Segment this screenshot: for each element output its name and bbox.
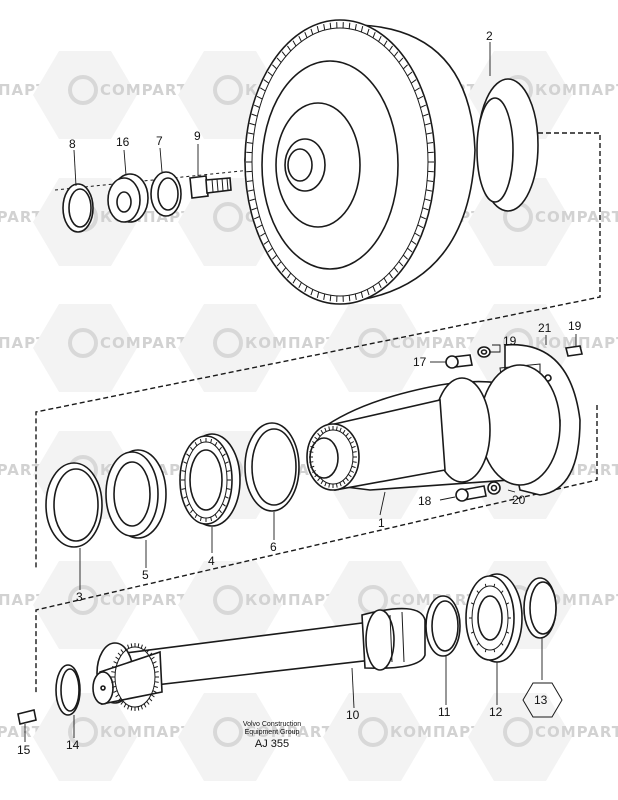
svg-text:COMPART: COMPART: [0, 461, 43, 479]
part-13-snap-ring: [523, 577, 557, 639]
svg-text:COMPART: COMPART: [100, 81, 188, 99]
callout-11: 11: [438, 705, 451, 719]
callout-15: 15: [17, 743, 31, 757]
callout-18: 18: [418, 494, 432, 508]
part-19-washer-top: [477, 346, 491, 358]
balls-ticks: [469, 583, 511, 653]
callout-5: 5: [142, 568, 149, 582]
watermark-tile: COMPART: [468, 693, 618, 781]
callout-13-hexagon: [522, 682, 563, 718]
watermark-tile: КОМПАРТ: [323, 693, 482, 781]
part-3-ring: [45, 462, 103, 548]
watermark-tile: COMPART: [33, 561, 188, 649]
part-8-snap-ring: [62, 183, 94, 233]
part-4-needle-bearing: [179, 433, 241, 527]
svg-text:COMPART: COMPART: [100, 334, 188, 352]
svg-text:COMPART: COMPART: [535, 723, 618, 741]
part-17-bolt: [445, 354, 473, 369]
svg-text:КОМПАРТ: КОМПАРТ: [535, 81, 618, 99]
svg-text:COMPART: COMPART: [0, 208, 43, 226]
callout-13: 13: [534, 693, 548, 707]
part-16-bushing: [107, 173, 149, 223]
callout-6: 6: [270, 540, 277, 554]
part-10-shaft: [92, 607, 426, 711]
callout-17: 17: [413, 355, 427, 369]
callout-1: 1: [378, 516, 385, 530]
watermark-tile: КОМПАРТ: [178, 561, 337, 649]
part-6-ring: [244, 422, 300, 512]
part-20-pin: [565, 345, 583, 357]
watermark-tile: COMPART: [178, 693, 333, 781]
watermark-tile: COMPART: [0, 461, 43, 479]
part-1-housing: [306, 364, 561, 491]
callout-16: 16: [116, 135, 130, 149]
part-12-ball-bearing: [465, 573, 523, 663]
watermark-tile: COMPART: [0, 208, 43, 226]
callout-8: 8: [69, 137, 76, 151]
part-19-washer-bottom: [487, 481, 501, 495]
spline10-ticks: [111, 643, 159, 711]
part-15-pin: [17, 709, 37, 725]
watermark-tile: КОМПАРТ: [33, 693, 192, 781]
caption-block: Volvo Construction Equipment Group AJ 35…: [243, 721, 301, 750]
callout-12: 12: [489, 705, 503, 719]
watermark-tile: COMPART: [323, 304, 478, 392]
svg-text:COMPART: COMPART: [390, 334, 478, 352]
part-7-washer: [150, 171, 182, 217]
watermark-tile: COMPART: [33, 304, 188, 392]
part-2-gear-drum: [244, 19, 539, 305]
svg-text:КОМПАРТ: КОМПАРТ: [245, 591, 337, 609]
part-11-ring: [425, 595, 461, 657]
svg-text:COMPART: COMPART: [0, 723, 43, 741]
watermark-tile: COMPART: [33, 51, 188, 139]
callout-3: 3: [76, 590, 83, 604]
callout-9: 9: [194, 129, 201, 143]
assembly-path-upper: [35, 132, 601, 570]
callout-19-top: 19: [503, 334, 517, 348]
svg-text:КОМПАРТ: КОМПАРТ: [245, 334, 337, 352]
rollers-ticks: [181, 438, 231, 522]
part-18-bolt: [455, 485, 487, 502]
callout-4: 4: [208, 554, 215, 568]
callout-10: 10: [346, 708, 360, 722]
svg-text:COMPART: COMPART: [535, 208, 618, 226]
caption-line-2: Equipment Group: [245, 729, 300, 736]
svg-text:COMPART: COMPART: [245, 723, 333, 741]
teeth-ticks: [246, 22, 434, 302]
svg-text:COMPART: COMPART: [100, 591, 188, 609]
leader-lines: [24, 42, 577, 742]
callout-14: 14: [66, 738, 80, 752]
caption-line-1: Volvo Construction: [243, 721, 301, 728]
assembly-path-lower: [35, 405, 598, 695]
spline1-ticks: [309, 426, 357, 488]
callout-20: 19: [568, 319, 582, 333]
svg-text:КОМПАРТ: КОМПАРТ: [390, 723, 482, 741]
callout-19-bottom: 20: [512, 493, 526, 507]
callout-21: 21: [538, 321, 552, 335]
callout-2: 2: [486, 29, 493, 43]
part-9-bolt: [189, 175, 232, 199]
svg-text:КОМПАРТ: КОМПАРТ: [535, 334, 618, 352]
watermark-tile: КОМПАРТ: [178, 304, 337, 392]
callout-labels: 2 8 16 7 9 17 19 21 19 18 20 1 3 5 4 6 1…: [17, 29, 582, 757]
watermark-tile: COMPART: [0, 723, 43, 741]
part-14-snap-ring: [55, 664, 81, 716]
caption-code: AJ 355: [255, 738, 289, 750]
svg-text:КОМПАРТ: КОМПАРТ: [100, 723, 192, 741]
callout-7: 7: [156, 134, 163, 148]
part-5-bearing-race: [105, 449, 167, 539]
